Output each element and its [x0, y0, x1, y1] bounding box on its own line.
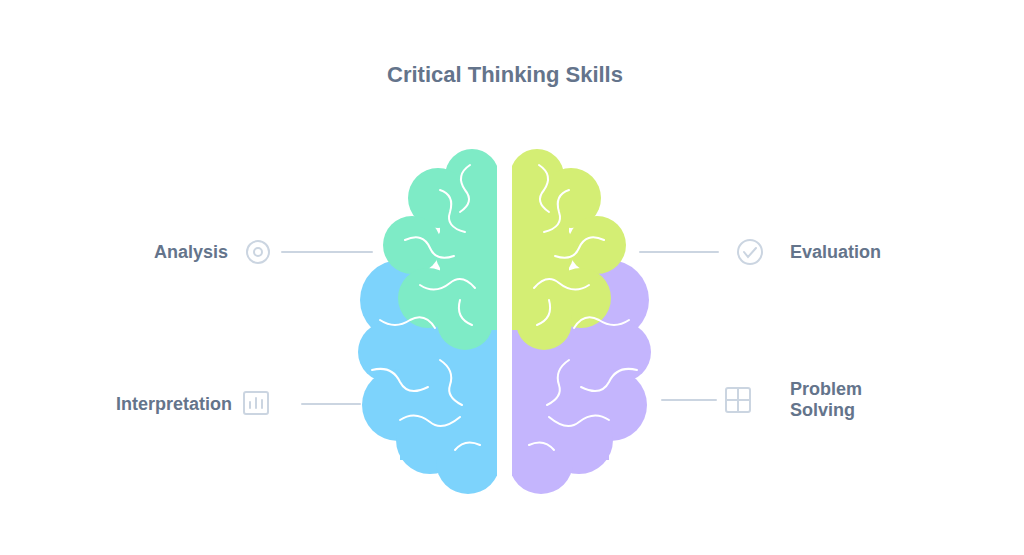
callout-label: Problem Solving: [790, 379, 910, 420]
right-hemisphere: [499, 149, 651, 494]
diagram-title: Critical Thinking Skills: [387, 62, 623, 88]
gyri-lines: [372, 165, 480, 450]
grid-icon: [726, 388, 750, 412]
yellow-lobe: [512, 149, 626, 350]
gyri-lines: [529, 165, 637, 450]
gear-icon: [247, 241, 269, 263]
callout-label: Interpretation: [116, 394, 232, 415]
leader-lines: [282, 252, 718, 404]
callout-label: Analysis: [154, 242, 228, 263]
check-icon: [738, 240, 762, 264]
green-lobe: [383, 149, 497, 350]
callout-label: Evaluation: [790, 242, 881, 263]
icons: [244, 240, 762, 414]
left-hemisphere: [358, 149, 510, 494]
chart-icon: [244, 392, 268, 414]
